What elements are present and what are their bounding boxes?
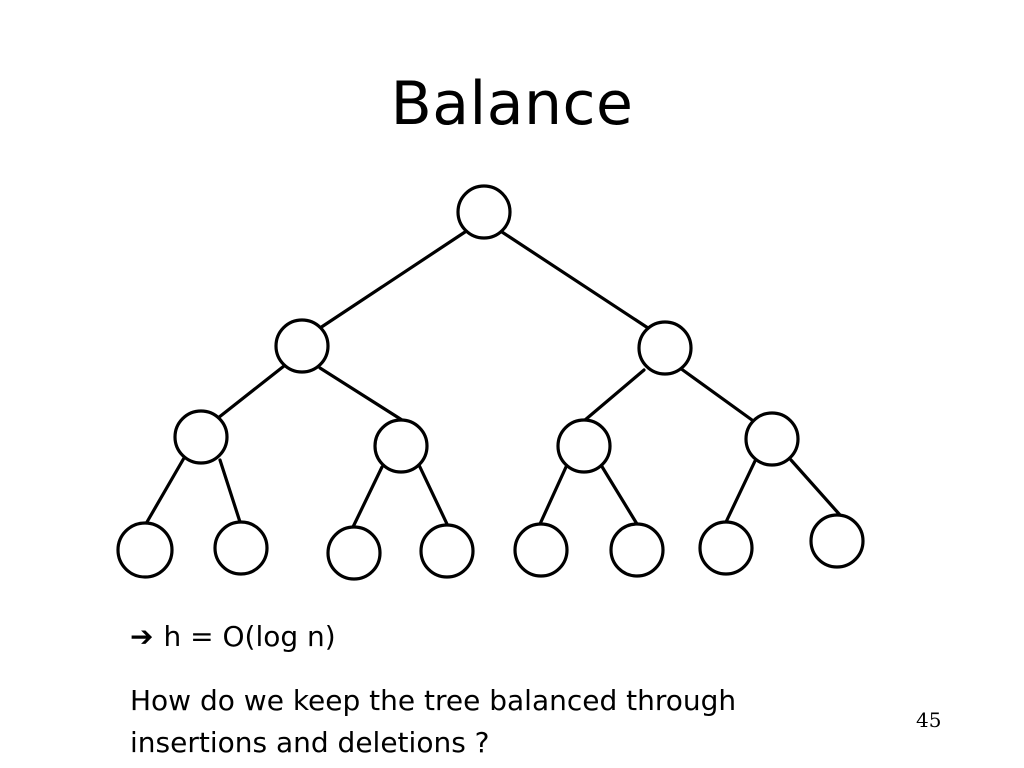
tree-leaf	[809, 513, 865, 569]
tree-edge	[351, 465, 384, 529]
tree-leaf	[513, 522, 569, 578]
tree-leaf	[116, 521, 174, 579]
tree-edge	[599, 463, 639, 526]
tree-edge	[145, 456, 186, 524]
tree-edge	[318, 230, 467, 330]
bullet-complexity: ➔ h = O(log n)	[130, 620, 336, 654]
tree-leaf	[419, 523, 475, 579]
bullet-text: h = O(log n)	[163, 620, 336, 653]
tree-node	[637, 320, 693, 376]
tree-edge	[724, 459, 757, 524]
tree-edge	[318, 366, 404, 422]
tree-node	[556, 418, 612, 474]
tree-edge	[216, 364, 286, 420]
tree-leaf	[698, 520, 754, 576]
tree-edge	[500, 230, 650, 330]
tree-edge	[678, 366, 754, 422]
question-line-2: insertions and deletions ?	[130, 726, 490, 759]
tree-node	[173, 409, 229, 465]
question-line-1: How do we keep the tree balanced through	[130, 684, 737, 717]
tree-node	[274, 318, 330, 374]
tree-edge	[583, 368, 646, 422]
tree-edge	[538, 465, 568, 526]
tree-leaf	[326, 525, 382, 581]
tree-edge	[417, 463, 449, 526]
tree-edge	[218, 458, 242, 524]
tree-node-root	[456, 184, 512, 240]
right-arrow-icon: ➔	[130, 620, 154, 653]
tree-node	[744, 411, 800, 467]
tree-leaf	[213, 520, 269, 576]
tree-node	[373, 418, 429, 474]
tree-leaf	[609, 522, 665, 578]
question-text: How do we keep the tree balanced through…	[130, 680, 850, 764]
slide-title: Balance	[390, 69, 634, 139]
page-number: 45	[916, 708, 942, 732]
tree-edge	[789, 458, 842, 517]
